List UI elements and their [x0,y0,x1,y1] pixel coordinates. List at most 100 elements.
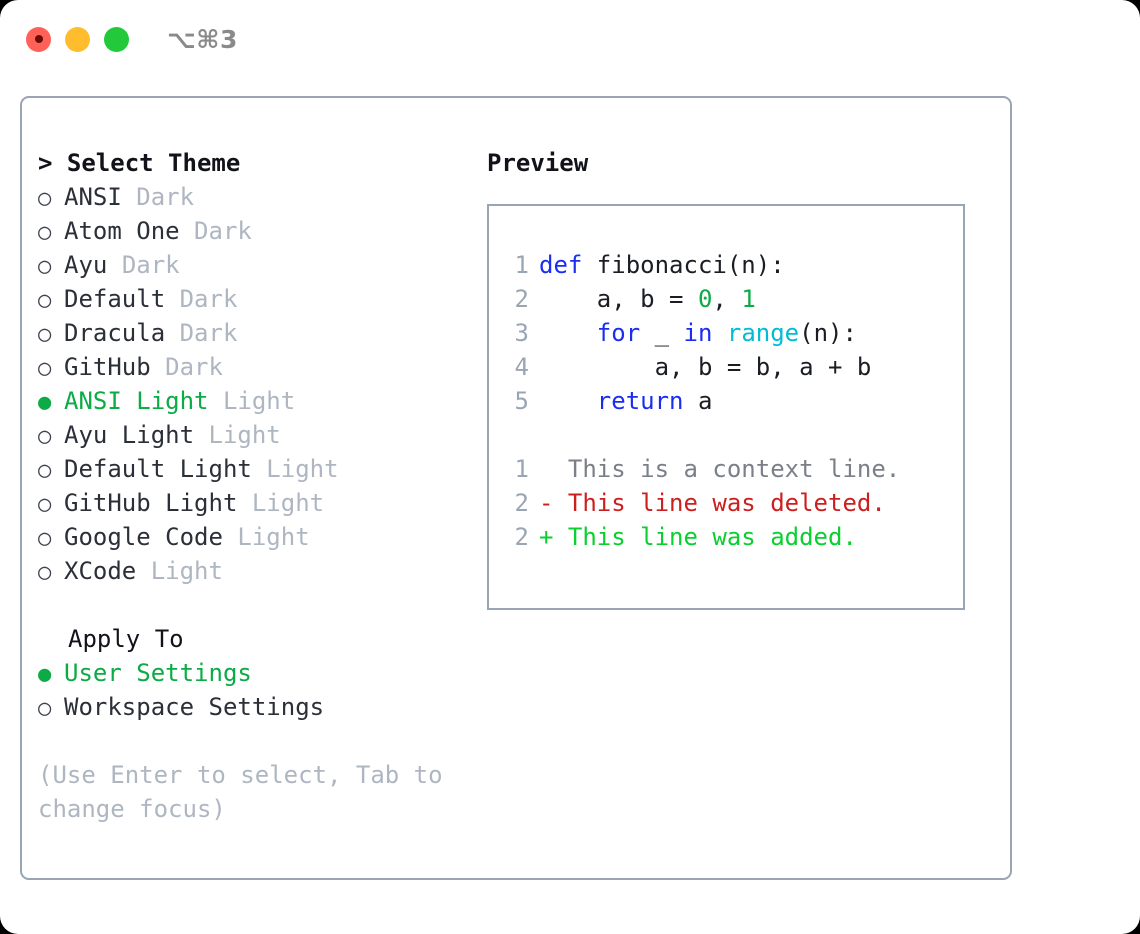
radio-unselected-icon: ○ [38,560,52,585]
theme-list[interactable]: ○ANSI Dark○Atom One Dark○Ayu Dark○Defaul… [38,180,487,588]
theme-list-item[interactable]: ○Ayu Dark [38,248,487,282]
theme-variant-badge: Light [237,523,310,551]
diff-marker: + [539,523,568,551]
prompt-caret-icon: > [38,149,67,177]
apply-to-option[interactable]: ○Workspace Settings [38,690,487,724]
theme-name-label: ANSI [64,183,122,211]
theme-list-item[interactable]: ○ANSI Dark [38,180,487,214]
code-line: 5 return a [489,384,963,418]
window-title: ⌥⌘3 [167,24,238,54]
code-diff-separator [489,418,963,452]
diff-text: This line was added. [567,523,857,551]
radio-unselected-icon: ○ [38,356,52,381]
label-tag-gap [107,248,121,282]
code-token-txt: fibonacci(n): [582,251,785,279]
theme-variant-badge: Dark [179,285,238,313]
radio-unselected-icon: ○ [38,288,52,313]
label-tag-gap [165,282,179,316]
theme-list-item[interactable]: ○Atom One Dark [38,214,487,248]
theme-name-label: Atom One [64,217,180,245]
theme-name-label: Default [64,285,166,313]
line-number: 1 [514,455,529,483]
code-token-num: 1 [741,285,756,313]
apply-to-option[interactable]: ●User Settings [38,656,487,690]
code-token-txt: a [683,387,713,415]
radio-unselected-icon: ○ [38,492,52,517]
label-tag-gap [136,554,150,588]
title-bar: ⌥⌘3 [0,0,1140,78]
label-tag-gap [122,180,136,214]
theme-list-item[interactable]: ○ Google Code Light [38,520,487,554]
diff-line: 2- This line was deleted. [489,486,963,520]
page-title: > Select Theme [38,146,487,180]
label-tag-gap [209,384,223,418]
window-controls [26,26,129,52]
diff-text: This line was deleted. [567,489,886,517]
code-token-kw: return [596,387,684,415]
theme-list-item[interactable]: ○Dracula Dark [38,316,487,350]
label-tag-gap [180,214,194,248]
code-token-num: 0 [697,285,713,313]
code-token-txt: a, b = [539,285,698,313]
page-title-label: Select Theme [66,149,241,177]
code-line: 3 for _ in range(n): [489,316,963,350]
radio-selected-icon: ● [38,390,52,415]
diff-line: 2 + This line was added. [489,520,963,554]
theme-variant-badge: Dark [165,353,223,381]
radio-unselected-icon: ○ [38,186,52,211]
label-tag-gap [252,452,266,486]
theme-name-label: XCode [64,557,137,585]
code-line: 2 a, b = 0, 1 [489,282,963,316]
main-panel: > Select Theme ○ANSI Dark○Atom One Dark○… [20,96,1012,880]
theme-picker-pane: > Select Theme ○ANSI Dark○Atom One Dark○… [22,98,487,878]
label-tag-gap [165,316,179,350]
code-token-txt: _ [640,319,684,347]
code-token-kw: for [596,319,641,347]
line-number: 2 [514,489,529,517]
minimize-button-icon[interactable] [65,26,90,52]
theme-list-item[interactable]: ○Ayu Light Light [38,418,487,452]
theme-name-label: Ayu [64,251,108,279]
theme-variant-badge: Dark [194,217,252,245]
maximize-button-icon[interactable] [104,26,129,52]
keyboard-hint: (Use Enter to select, Tab to change focu… [38,761,458,823]
code-token-txt: , [712,285,742,313]
code-token-txt: (n): [799,319,857,347]
radio-unselected-icon: ○ [38,458,52,483]
theme-list-item[interactable]: ○GitHub Light Light [38,486,487,520]
theme-variant-badge: Light [208,421,281,449]
apply-to-heading: Apply To [68,625,184,653]
theme-variant-badge: Light [222,387,296,415]
list-spacer [38,588,487,622]
radio-unselected-icon: ○ [38,526,52,551]
label-tag-gap [151,350,165,384]
diff-marker [539,455,568,483]
close-button-icon[interactable] [26,26,51,52]
code-token-fn: range [726,319,800,347]
theme-list-item[interactable]: ○Default Light Light [38,452,487,486]
line-number: 2 [514,523,529,551]
radio-unselected-icon: ○ [38,254,52,279]
theme-name-label: Default Light [64,455,252,483]
theme-list-item[interactable]: ○ Default Dark [38,282,487,316]
theme-list-item[interactable]: ○XCode Light [38,554,487,588]
apply-to-list[interactable]: ●User Settings○Workspace Settings [38,656,487,724]
theme-list-item[interactable]: ○GitHub Dark [38,350,487,384]
theme-name-label: Dracula [64,319,166,347]
theme-name-label: ANSI Light [64,387,209,415]
label-tag-gap [237,486,251,520]
theme-variant-badge: Light [251,489,325,517]
theme-list-item[interactable]: ● ANSI Light Light [38,384,487,418]
radio-unselected-icon: ○ [38,424,52,449]
code-token-kw: def [539,251,583,279]
radio-unselected-icon: ○ [38,322,52,347]
theme-name-label: Google Code [64,523,223,551]
diff-line: 1 This is a context line. [489,452,963,486]
line-number: 4 [514,353,529,381]
radio-unselected-icon: ○ [38,696,52,721]
